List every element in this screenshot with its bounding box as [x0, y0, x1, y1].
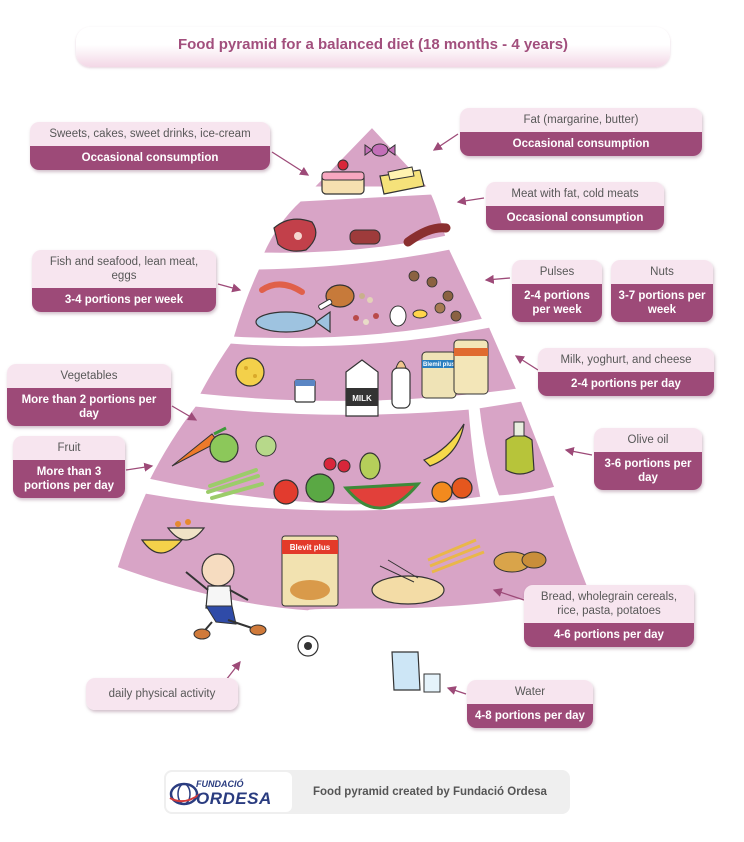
- pear-icon: [359, 452, 381, 480]
- title-bar: Food pyramid for a balanced diet (18 mon…: [76, 27, 670, 67]
- page-title: Food pyramid for a balanced diet (18 mon…: [177, 36, 569, 53]
- card-sweets-freq: Occasional consumption: [30, 146, 270, 170]
- card-meat-fat: Meat with fat, cold meats Occasional con…: [486, 182, 664, 230]
- lettuce-icon: [209, 433, 335, 503]
- card-activity-title: daily physical activity: [86, 678, 238, 710]
- card-pulses-freq: 2-4 portions per week: [512, 284, 602, 322]
- cereal-brand-label: Blevit plus: [290, 543, 331, 552]
- candy-icon: [364, 143, 396, 157]
- card-meat-fat-freq: Occasional consumption: [486, 206, 664, 230]
- card-milk: Milk, yoghurt, and cheese 2-4 portions p…: [538, 348, 714, 396]
- tomato-icon: [273, 479, 299, 505]
- formula-tin-icon: Blemil plus: [421, 339, 489, 399]
- sausage-icon: [349, 223, 451, 247]
- card-nuts-freq: 3-7 portions per week: [611, 284, 713, 322]
- card-fruit: Fruit More than 3 portions per day: [13, 436, 125, 498]
- cheese-icon: [235, 357, 265, 387]
- card-bread-title: Bread, wholegrain cereals, rice, pasta, …: [524, 585, 694, 623]
- card-activity: daily physical activity: [86, 678, 238, 710]
- card-sweets-title: Sweets, cakes, sweet drinks, ice-cream: [30, 122, 270, 146]
- shrimp-icon: [259, 281, 305, 295]
- asparagus-icon: [206, 468, 264, 500]
- egg-icon: [389, 305, 428, 327]
- orange-icon: [431, 477, 473, 503]
- cake-icon: [321, 159, 365, 195]
- card-fat-title: Fat (margarine, butter): [460, 108, 702, 132]
- card-nuts: Nuts 3-7 portions per week: [611, 260, 713, 322]
- card-sweets: Sweets, cakes, sweet drinks, ice-cream O…: [30, 122, 270, 170]
- card-olive-oil-freq: 3-6 portions per day: [594, 452, 702, 490]
- baby-bottle-icon: [391, 360, 411, 409]
- ham-icon: [273, 218, 317, 252]
- globe-icon: [169, 782, 201, 806]
- fish-icon: [255, 310, 331, 334]
- card-vegetables: Vegetables More than 2 portions per day: [7, 364, 171, 426]
- card-vegetables-freq: More than 2 portions per day: [7, 388, 171, 426]
- milk-carton-icon: MILK: [345, 359, 379, 417]
- formula-brand-label: Blemil plus: [423, 362, 456, 368]
- nuts-icon: [408, 270, 462, 322]
- bread-icon: [371, 559, 445, 605]
- water-jug-icon: [391, 651, 441, 693]
- yoghurt-icon: [294, 379, 316, 403]
- logo-text-top: FUNDACIÓ: [196, 779, 244, 789]
- card-vegetables-title: Vegetables: [7, 364, 171, 388]
- card-milk-title: Milk, yoghurt, and cheese: [538, 348, 714, 372]
- banana-icon: [422, 423, 465, 467]
- footer-credit: Food pyramid created by Fundació Ordesa: [313, 786, 547, 798]
- card-fish: Fish and seafood, lean meat, eggs 3-4 po…: [32, 250, 216, 312]
- card-fish-title: Fish and seafood, lean meat, eggs: [32, 250, 216, 288]
- butter-icon: [379, 166, 425, 195]
- cereal-bowl-icon: [140, 519, 206, 554]
- connector-arrows: [125, 133, 593, 695]
- milk-carton-label: MILK: [352, 394, 372, 403]
- card-water-freq: 4-8 portions per day: [467, 704, 593, 728]
- footer-logo: [166, 772, 292, 812]
- card-fat-freq: Occasional consumption: [460, 132, 702, 156]
- card-pulses: Pulses 2-4 portions per week: [512, 260, 602, 322]
- card-olive-oil-title: Olive oil: [594, 428, 702, 452]
- card-water: Water 4-8 portions per day: [467, 680, 593, 728]
- tier-base: [114, 490, 593, 614]
- watermelon-icon: [342, 482, 422, 510]
- card-water-title: Water: [467, 680, 593, 704]
- card-fruit-freq: More than 3 portions per day: [13, 460, 125, 498]
- card-olive-oil: Olive oil 3-6 portions per day: [594, 428, 702, 490]
- logo-text-main: ORDESA: [196, 789, 272, 808]
- beans-icon: [353, 293, 379, 325]
- cherries-icon: [323, 457, 351, 473]
- potato-icon: [493, 551, 547, 573]
- olive-oil-bottle-icon: [505, 421, 535, 475]
- card-pulses-title: Pulses: [512, 260, 602, 284]
- card-nuts-title: Nuts: [611, 260, 713, 284]
- card-fat: Fat (margarine, butter) Occasional consu…: [460, 108, 702, 156]
- ball-icon: [297, 635, 319, 657]
- card-bread: Bread, wholegrain cereals, rice, pasta, …: [524, 585, 694, 647]
- card-fruit-title: Fruit: [13, 436, 125, 460]
- cereal-box-icon: Blevit plus: [281, 535, 339, 607]
- child-icon: [185, 553, 267, 640]
- card-bread-freq: 4-6 portions per day: [524, 623, 694, 647]
- chicken-leg-icon: [318, 284, 355, 310]
- pasta-icon: [427, 538, 485, 574]
- card-milk-freq: 2-4 portions per day: [538, 372, 714, 396]
- card-meat-fat-title: Meat with fat, cold meats: [486, 182, 664, 206]
- card-fish-freq: 3-4 portions per week: [32, 288, 216, 312]
